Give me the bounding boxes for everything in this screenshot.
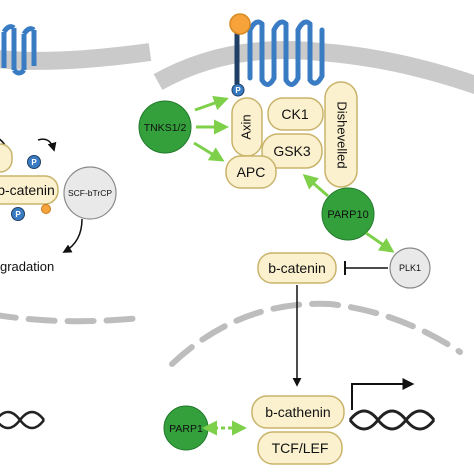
nuclear-envelope-left — [0, 312, 143, 325]
parp1-label: PARP1 — [169, 423, 203, 435]
wnt-ligand — [229, 13, 251, 35]
ck1-label: CK1 — [281, 106, 308, 122]
parp10-node — [321, 187, 375, 241]
gsk3-box — [261, 133, 323, 169]
phospho-top-label: P — [31, 158, 37, 167]
parp10-to-gsk3-arrow — [302, 174, 329, 198]
tnks-to-apc-arrow — [193, 141, 225, 162]
gsk3-label: GSK3 — [273, 143, 311, 159]
phospho-badge-bottom-2 — [41, 204, 51, 214]
phospho-badge-top — [27, 155, 41, 169]
tnks-label: TNKS1/2 — [144, 122, 187, 134]
bcathenin-nucleus-label: b-cathenin — [265, 404, 330, 420]
dishevelled-label: Dishevelled — [335, 101, 350, 168]
parp10-label: PARP10 — [327, 209, 368, 221]
apc-label: APC — [237, 164, 266, 180]
plk1-node — [389, 247, 431, 289]
tcf-lef-box — [257, 431, 343, 465]
phospho-cycle-arrow — [37, 138, 57, 152]
receptor-left — [1, 24, 37, 76]
tcf-lef-label: TCF/LEF — [272, 440, 329, 456]
bcatenin-cytoplasm-box — [257, 252, 337, 284]
bcatenin-left-box — [0, 175, 59, 205]
bcatenin-left-label: b-catenin — [0, 182, 55, 198]
left-partial-box — [0, 143, 13, 173]
tnks-to-receptor-arrow — [194, 95, 229, 112]
bcathenin-nucleus-box — [251, 395, 345, 429]
receptor-phospho-badge — [231, 83, 245, 97]
phospho-bottom-label: P — [15, 210, 21, 219]
scf-btrcp-node — [63, 166, 117, 220]
axin-label: Axin — [238, 114, 253, 139]
nuclear-envelope-right — [169, 300, 463, 367]
parp10-to-plk1-arrow — [365, 231, 395, 253]
scf-btrcp-label: SCF-bTrCP — [68, 188, 112, 198]
receptor-frizzled — [247, 19, 325, 87]
dna-right — [348, 409, 436, 431]
dna-left — [0, 410, 45, 430]
dishevelled-box — [324, 81, 358, 188]
receptor-phospho-label: P — [235, 86, 241, 95]
plk1-label: PLK1 — [399, 263, 421, 273]
transcription-start-arrow — [351, 378, 415, 410]
bcatenin-cytoplasm-label: b-catenin — [268, 260, 326, 276]
tnks-node — [138, 100, 192, 154]
degradation-label: gradation — [0, 259, 54, 274]
degradation-arrow — [62, 218, 83, 253]
ck1-box — [267, 97, 324, 131]
phospho-badge-bottom — [11, 207, 25, 221]
apc-box — [225, 155, 277, 189]
